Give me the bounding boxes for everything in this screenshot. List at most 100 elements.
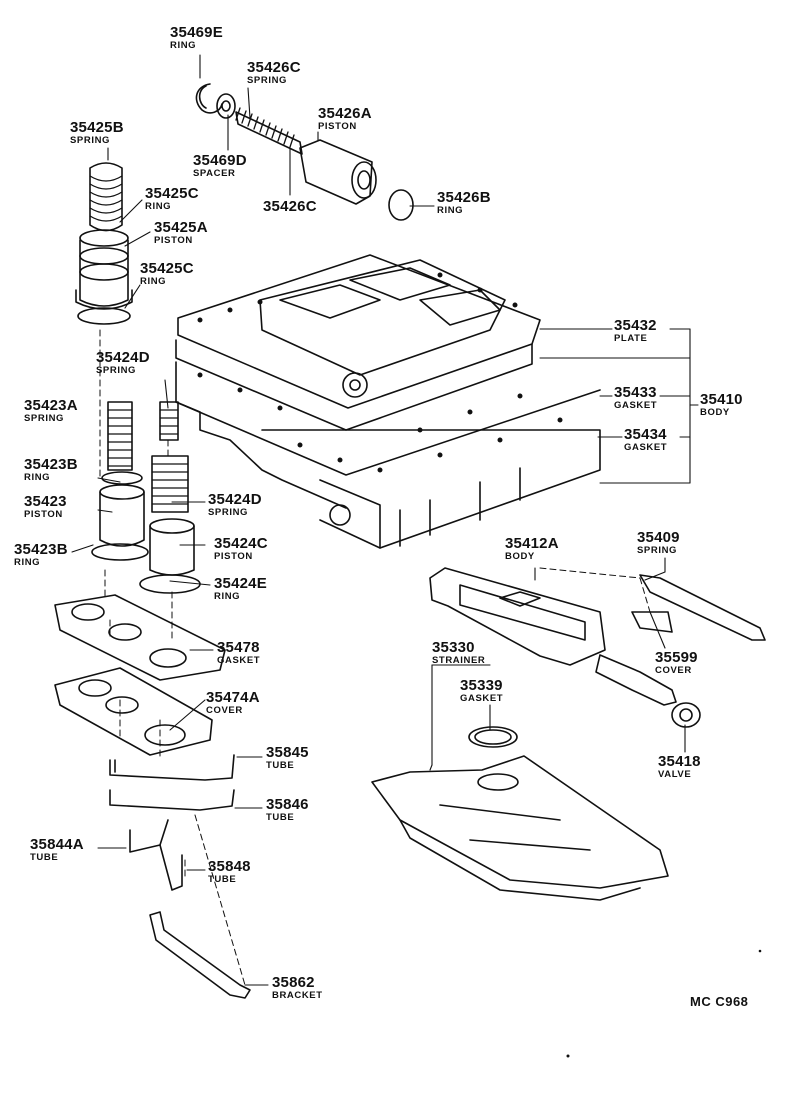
part-number: 35410 [700, 391, 743, 408]
callout-35434-gasket: 35434 GASKET [624, 427, 667, 453]
part-number: 35848 [208, 858, 251, 875]
callout-35423b-ring-upper: 35423B RING [24, 457, 78, 483]
part-name: TUBE [266, 760, 295, 771]
callout-35426a-piston: 35426A PISTON [318, 106, 372, 132]
part-name: SPRING [247, 75, 288, 86]
part-name: GASKET [614, 400, 658, 411]
part-number: 35330 [432, 639, 475, 656]
callout-35432-plate: 35432 PLATE [614, 318, 657, 344]
part-name: GASKET [460, 693, 504, 704]
stray-marks [566, 949, 762, 1058]
callout-35424c-piston: 35424C PISTON [214, 536, 268, 562]
part-number: 35426B [437, 189, 491, 206]
part-number: 35339 [460, 677, 503, 694]
part-name: BODY [700, 407, 730, 418]
assembly-lines [99, 329, 651, 986]
callout-35469e-ring: 35469E RING [170, 25, 223, 51]
callout-35846-tube: 35846 TUBE [266, 797, 309, 823]
callout-35418-valve: 35418 VALVE [658, 754, 701, 780]
part-number: 35478 [217, 639, 260, 656]
part-number: 35425C [140, 260, 194, 277]
diagram-code: MC C968 [690, 994, 749, 1009]
part-number: 35412A [505, 535, 559, 552]
leader-lines [71, 54, 699, 986]
part-name: PISTON [154, 235, 193, 246]
valve-body-stack [175, 254, 601, 549]
part-name: VALVE [658, 769, 692, 780]
piston-assembly-left-upper [75, 162, 133, 325]
part-name: PISTON [24, 509, 63, 520]
part-name: SPRING [637, 545, 678, 556]
part-name: COVER [206, 705, 243, 716]
part-name: GASKET [217, 655, 261, 666]
part-number: 35425A [154, 219, 208, 236]
part-name: TUBE [30, 852, 59, 863]
part-name: SPRING [208, 507, 249, 518]
callout-35845-tube: 35845 TUBE [266, 745, 309, 771]
gasket-and-cover [54, 594, 226, 756]
part-name: TUBE [266, 812, 295, 823]
part-name: RING [170, 40, 197, 51]
part-number: 35862 [272, 974, 315, 991]
callout-35425a-piston: 35425A PISTON [154, 220, 208, 246]
part-number: 35474A [206, 689, 260, 706]
part-name: GASKET [624, 442, 668, 453]
part-number: 35432 [614, 317, 657, 334]
part-name: TUBE [208, 874, 237, 885]
strainer [371, 726, 669, 901]
callout-35469d-spacer: 35469D SPACER [193, 153, 247, 179]
part-name: RING [14, 557, 41, 568]
callout-35409-spring: 35409 SPRING [637, 530, 680, 556]
callout-35433-gasket: 35433 GASKET [614, 385, 657, 411]
part-number: 35426C [247, 59, 301, 76]
part-number: 35423 [24, 493, 67, 510]
callout-35844a-tube: 35844A TUBE [30, 837, 84, 863]
part-number: 35424C [214, 535, 268, 552]
part-name: SPACER [193, 168, 236, 179]
part-name: RING [214, 591, 241, 602]
callout-35424d-spring-lower: 35424D SPRING [208, 492, 262, 518]
part-name: RING [24, 472, 51, 483]
part-number: 35469E [170, 24, 223, 41]
part-number: 35425C [145, 185, 199, 202]
part-number: 35426C [263, 198, 317, 215]
callout-35474a-cover: 35474A COVER [206, 690, 260, 716]
part-name: BODY [505, 551, 535, 562]
callout-35425b-spring: 35425B SPRING [70, 120, 124, 146]
part-name: SPRING [24, 413, 65, 424]
part-name: PISTON [318, 121, 357, 132]
part-number: 35425B [70, 119, 124, 136]
part-name: RING [437, 205, 464, 216]
callout-35423a-spring: 35423A SPRING [24, 398, 78, 424]
callout-35423-piston: 35423 PISTON [24, 494, 67, 520]
part-number: 35845 [266, 744, 309, 761]
part-name: PLATE [614, 333, 648, 344]
callout-35848-tube: 35848 TUBE [208, 859, 251, 885]
callout-35424d-spring-upper: 35424D SPRING [96, 350, 150, 376]
part-name: SPRING [70, 135, 111, 146]
callout-35862-bracket: 35862 BRACKET [272, 975, 323, 1001]
piston-assembly-top [195, 83, 414, 221]
part-number: 35423B [14, 541, 68, 558]
tubes-and-bracket [109, 754, 251, 999]
callout-35424e-ring: 35424E RING [214, 576, 267, 602]
part-name: STRAINER [432, 655, 486, 666]
callout-35423b-ring-lower: 35423B RING [14, 542, 68, 568]
piston-assembly-left-middle [91, 401, 201, 594]
part-number: 35433 [614, 384, 657, 401]
part-number: 35418 [658, 753, 701, 770]
part-number: 35423B [24, 456, 78, 473]
part-name: COVER [655, 665, 692, 676]
part-number: 35423A [24, 397, 78, 414]
part-number: 35469D [193, 152, 247, 169]
callout-35425c-ring-upper: 35425C RING [145, 186, 199, 212]
part-name: RING [140, 276, 167, 287]
part-number: 35846 [266, 796, 309, 813]
part-number: 35599 [655, 649, 698, 666]
callout-35426c-spring: 35426C SPRING [247, 60, 301, 86]
callout-35599-cover: 35599 COVER [655, 650, 698, 676]
part-number: 35426A [318, 105, 372, 122]
callout-35339-gasket: 35339 GASKET [460, 678, 503, 704]
part-number: 35424E [214, 575, 267, 592]
